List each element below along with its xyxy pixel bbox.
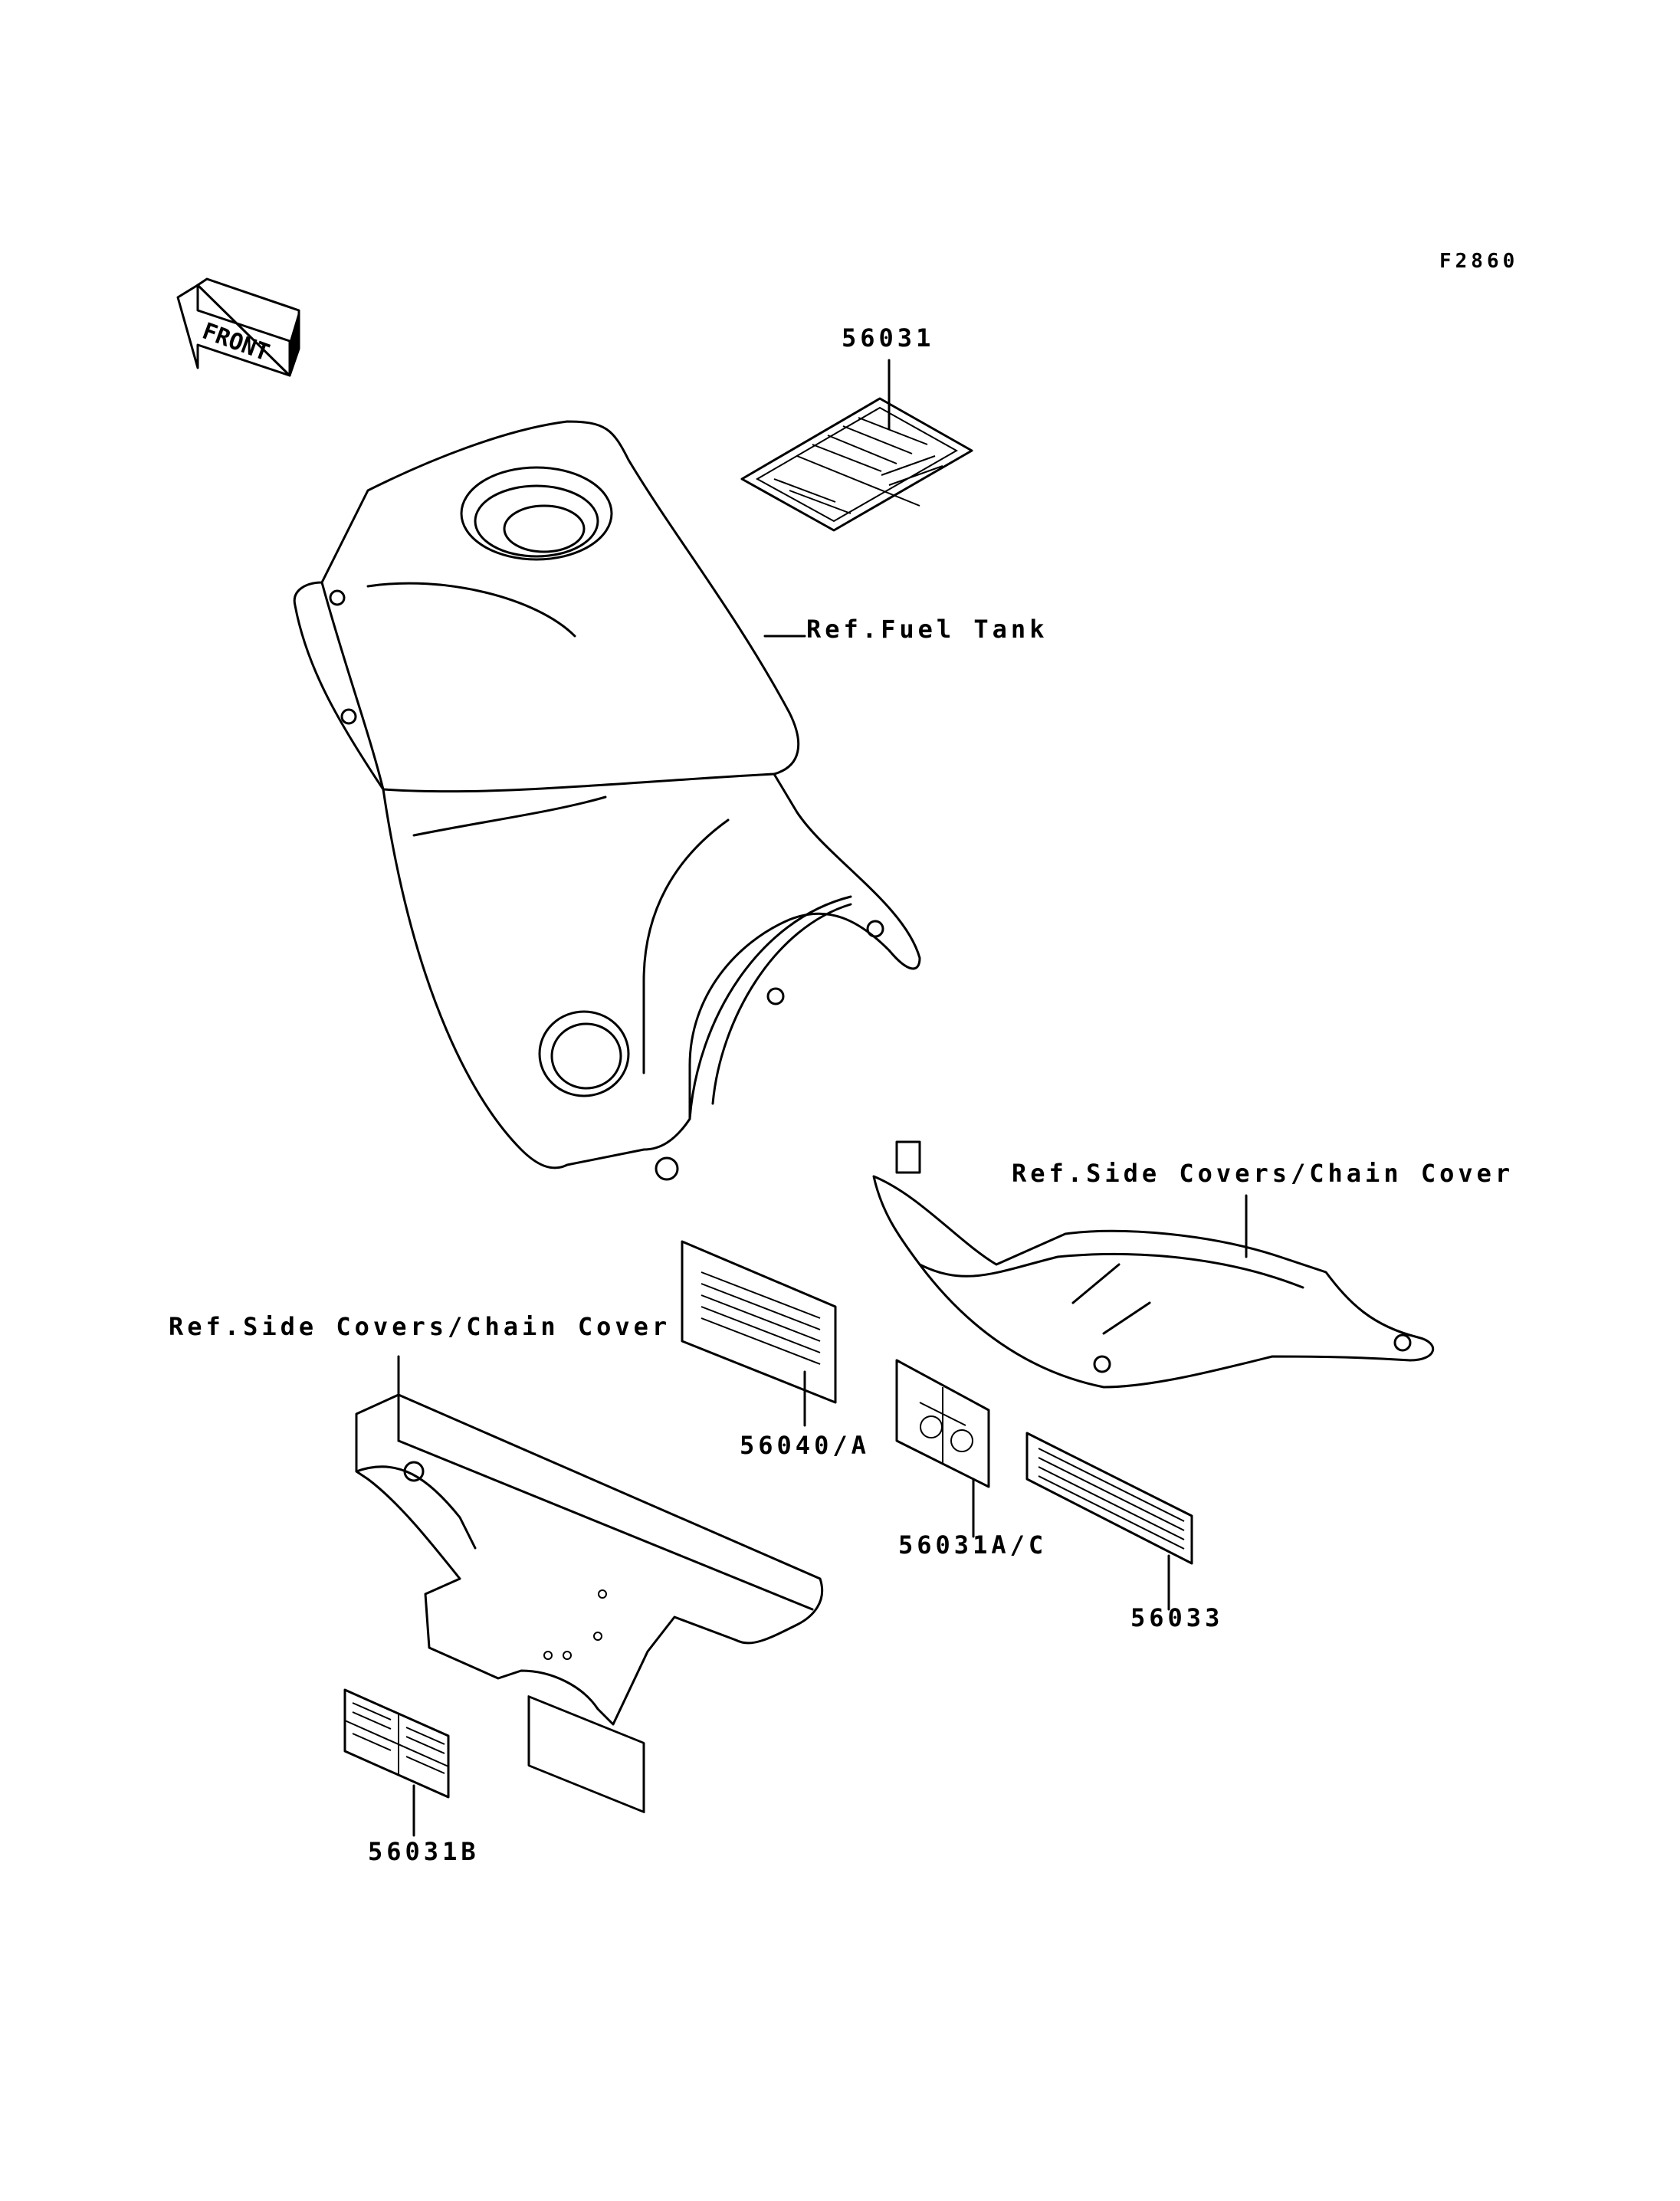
label-sheet-56033 [1025, 1432, 1193, 1565]
callout-56031: 56031 [842, 323, 935, 353]
label-sheet-56031ac [895, 1359, 990, 1488]
callout-56033: 56033 [1130, 1603, 1224, 1632]
front-arrow-icon: FRONT [176, 277, 300, 377]
callout-56031b: 56031B [368, 1837, 480, 1866]
figure-code: F2860 [1439, 250, 1519, 273]
callout-56040a: 56040/A [740, 1431, 870, 1460]
label-sheet-56031b [343, 1688, 450, 1799]
chain-cover-outline [355, 1393, 824, 1813]
callout-56031ac: 56031A/C [898, 1530, 1048, 1560]
right-side-cover-outline [872, 1140, 1435, 1389]
fuel-tank-outline [293, 420, 921, 1181]
label-sheet-56040 [681, 1240, 837, 1404]
callout-ref-fuel-tank: Ref.Fuel Tank [806, 615, 1048, 644]
callout-ref-side-covers-left: Ref.Side Covers/Chain Cover [169, 1312, 671, 1341]
label-sheet-56031 [740, 397, 973, 532]
callout-ref-side-covers-right: Ref.Side Covers/Chain Cover [1012, 1159, 1514, 1188]
